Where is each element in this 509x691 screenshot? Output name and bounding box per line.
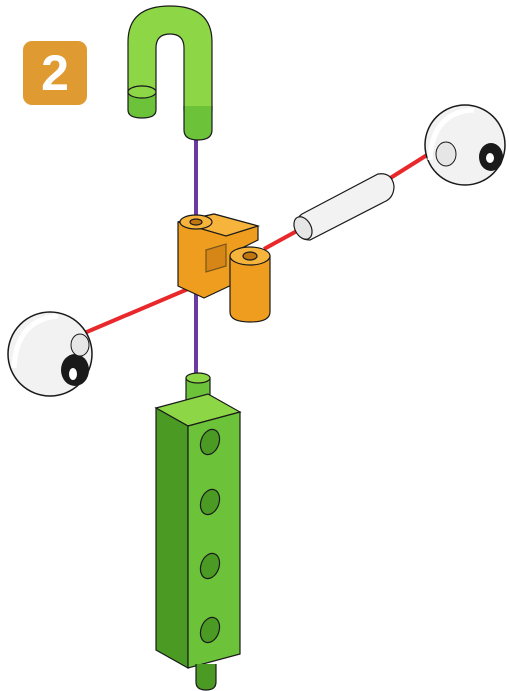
u-shaped-hook	[128, 6, 212, 140]
white-tube	[290, 174, 394, 243]
green-beam	[156, 373, 240, 690]
eyeball-right	[425, 105, 505, 185]
orange-connector	[178, 214, 270, 322]
eyeball-left	[8, 312, 92, 396]
